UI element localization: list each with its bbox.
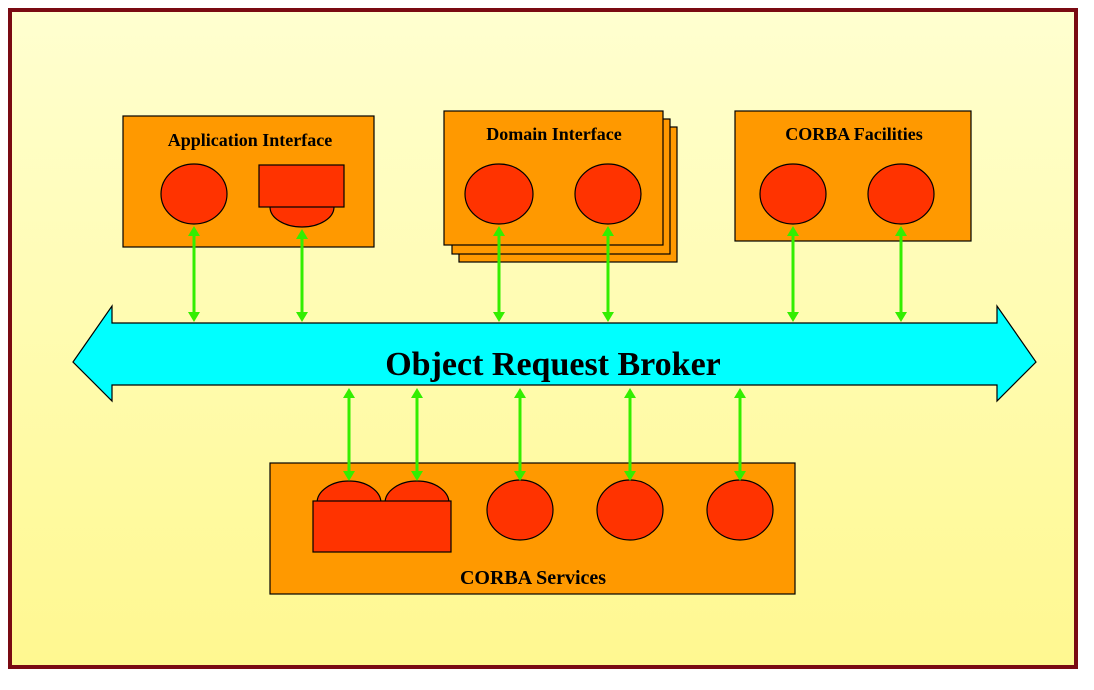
services-object-4 [596,479,664,541]
connector-arrowhead-bottom [493,312,505,322]
connector-arrowhead-bottom [188,312,200,322]
connector-arrowhead-bottom [343,471,355,481]
connector-application-2 [296,229,308,322]
connector-arrowhead-bottom [787,312,799,322]
connector-arrowhead-top [514,388,526,398]
connector-application-1 [188,226,200,322]
connector-arrowhead-top [411,388,423,398]
domain-object-2 [574,163,642,225]
facilities-object-1 [759,163,827,225]
connector-arrowhead-top [343,388,355,398]
broker-label: Object Request Broker [385,346,721,383]
services-object-3 [486,479,554,541]
application-interface-box: Application Interface [122,115,375,248]
broker-arrow [72,304,1037,403]
facilities-object-2 [867,163,935,225]
domain-interface-box: Domain Interface [443,110,678,263]
connector-services-2 [411,388,423,481]
connector-services-3 [514,388,526,481]
connector-arrowhead-bottom [514,471,526,481]
application-interface-label: Application Interface [168,130,332,150]
connectors [188,226,907,481]
connector-arrowhead-bottom [624,471,636,481]
corba-services-label: CORBA Services [460,567,606,589]
application-object-1 [160,163,228,225]
connector-facilities-2 [895,226,907,322]
connector-facilities-1 [787,226,799,322]
connector-domain-2 [602,226,614,322]
connector-arrowhead-bottom [296,312,308,322]
connector-arrowhead-top [787,226,799,236]
corba-facilities-box: CORBA Facilities [734,110,972,242]
connector-services-1 [343,388,355,481]
object-request-broker: Object Request Broker [72,304,1037,403]
services-object-5 [706,479,774,541]
connector-arrowhead-bottom [734,471,746,481]
connector-arrowhead-top [895,226,907,236]
services-objects-adapter [312,500,452,553]
connector-arrowhead-bottom [411,471,423,481]
connector-domain-1 [493,226,505,322]
domain-object-1 [464,163,534,225]
connector-arrowhead-top [734,388,746,398]
domain-interface-label: Domain Interface [486,124,621,144]
connector-arrowhead-top [493,226,505,236]
connector-arrowhead-top [602,226,614,236]
corba-services-box: CORBA Services [269,462,796,595]
application-object-2-adapter [258,164,345,208]
connector-services-4 [624,388,636,481]
connector-arrowhead-top [624,388,636,398]
connector-arrowhead-bottom [602,312,614,322]
connector-arrowhead-top [296,229,308,239]
connector-arrowhead-top [188,226,200,236]
corba-facilities-label: CORBA Facilities [785,124,923,144]
connector-arrowhead-bottom [895,312,907,322]
connector-services-5 [734,388,746,481]
